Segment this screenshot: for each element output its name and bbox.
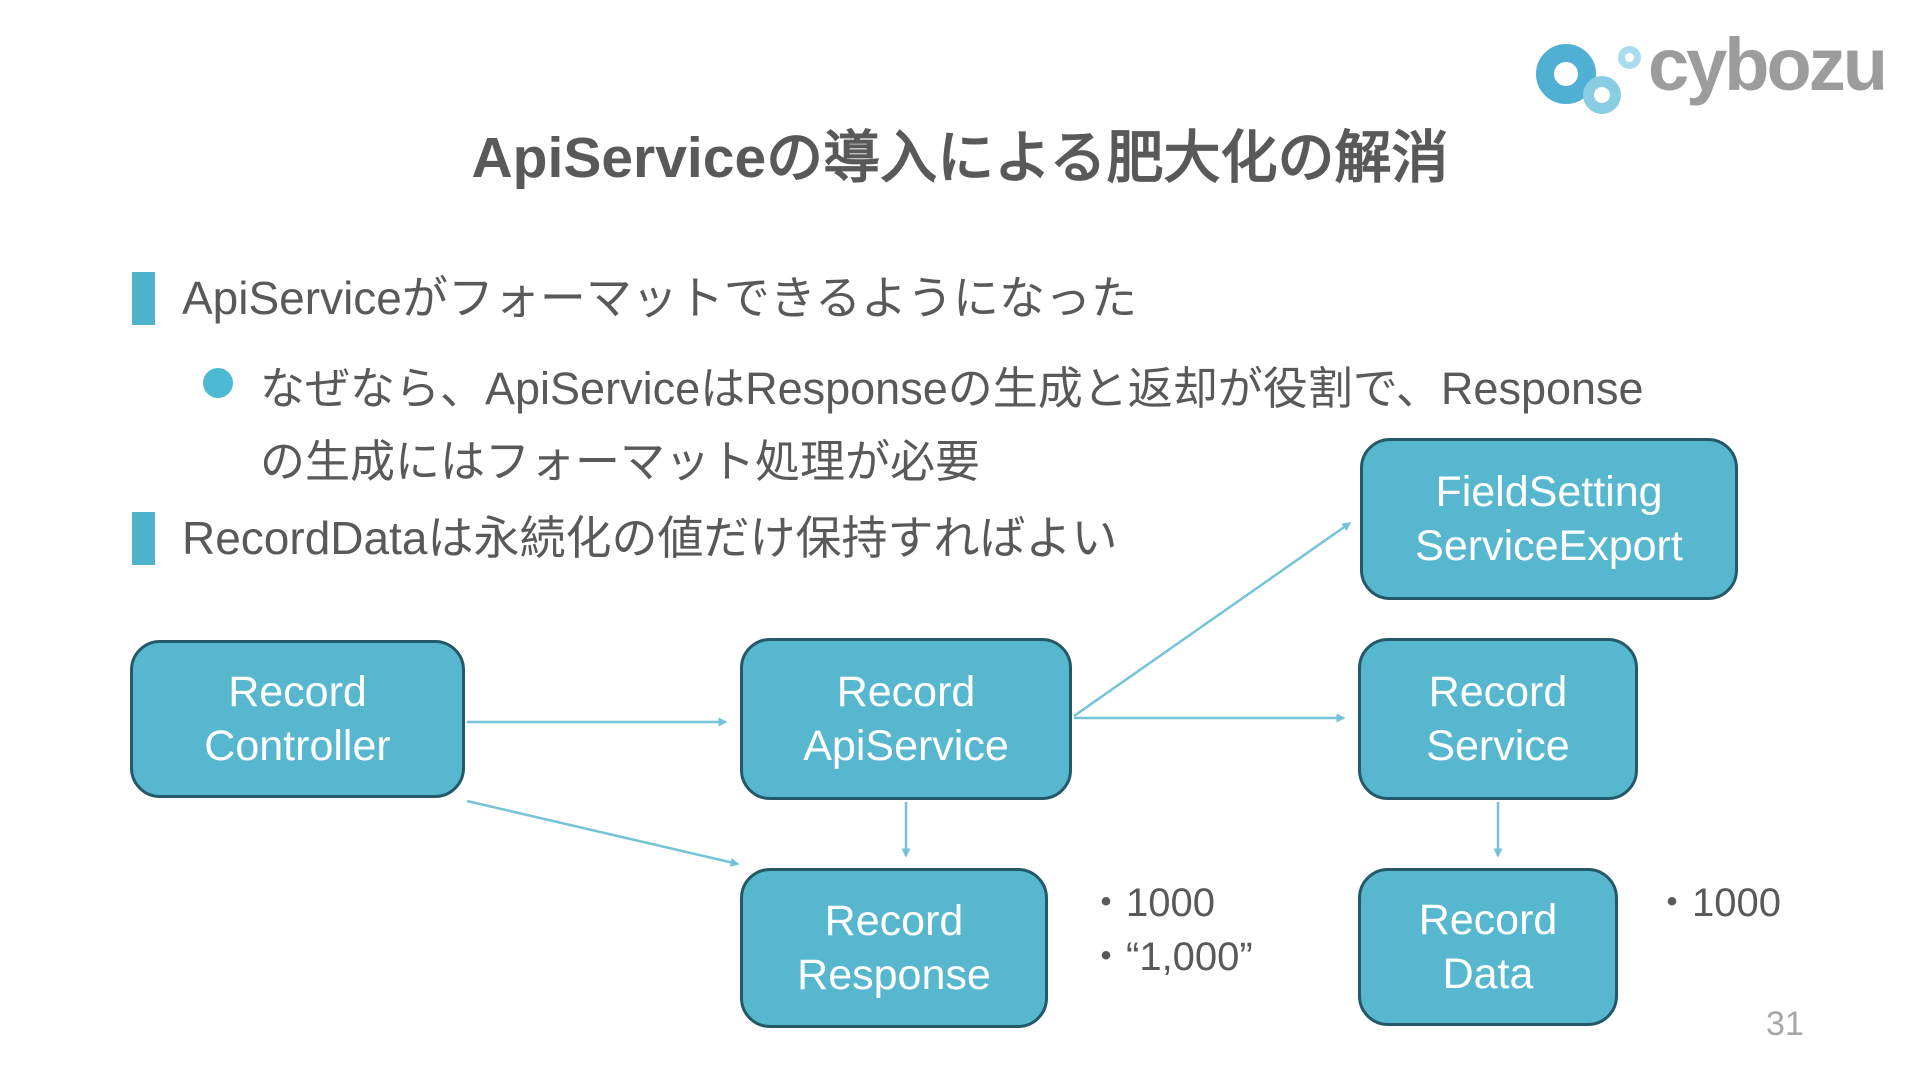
arrow-controller-to-response [466, 799, 740, 867]
page-number: 31 [1766, 1005, 1804, 1043]
slide-title: ApiServiceの導入による肥大化の解消 [471, 126, 1449, 190]
bullet-item-2: RecordDataは永続化の値だけ保持すればよい [132, 512, 1117, 565]
square-bullet-icon [132, 512, 155, 565]
sub-bullet-1-text: なぜなら、ApiServiceはResponseの生成と返却が役割で、Respo… [260, 352, 1644, 498]
bullet-item-2-text: RecordDataは永続化の値だけ保持すればよい [182, 512, 1118, 564]
node-record-response: Record Response [740, 868, 1048, 1028]
logo-ring-medium-icon [1583, 76, 1621, 114]
bullet-item-1-text: ApiServiceがフォーマットできるようになった [182, 272, 1137, 324]
node-fieldsetting-serviceexport-label: FieldSetting ServiceExport [1415, 467, 1683, 570]
arrow-apiservice-to-fieldsetting [1073, 521, 1352, 718]
node-record-apiservice: Record ApiService [740, 638, 1072, 800]
node-record-service-label: Record Service [1426, 667, 1570, 770]
node-record-response-label: Record Response [797, 896, 991, 999]
sub-bullet-1: なぜなら、ApiServiceはResponseの生成と返却が役割で、Respo… [203, 352, 1644, 498]
node-record-apiservice-label: Record ApiService [803, 667, 1009, 770]
logo-brand-text: cybozu [1648, 23, 1888, 106]
node-record-data-label: Record Data [1418, 895, 1558, 998]
node-record-controller-label: Record Controller [204, 667, 391, 770]
note-record-response-values: ・1000 ・“1,000” [1086, 881, 1253, 979]
logo-ring-small-icon [1618, 46, 1641, 69]
bullet-item-1: ApiServiceがフォーマットできるようになった [132, 272, 1137, 325]
sub-bullet-1-line2: の生成にはフォーマット処理が必要 [260, 436, 981, 487]
node-record-service: Record Service [1358, 638, 1638, 800]
node-record-controller: Record Controller [130, 640, 465, 798]
circle-bullet-icon [203, 368, 233, 398]
square-bullet-icon [132, 272, 155, 325]
node-record-data: Record Data [1358, 868, 1618, 1026]
cybozu-logo: cybozu [1530, 20, 1900, 120]
node-fieldsetting-serviceexport: FieldSetting ServiceExport [1360, 438, 1738, 600]
note-record-data-values: ・1000 [1652, 881, 1781, 925]
sub-bullet-1-line1: なぜなら、ApiServiceはResponseの生成と返却が役割で、Respo… [260, 363, 1644, 414]
